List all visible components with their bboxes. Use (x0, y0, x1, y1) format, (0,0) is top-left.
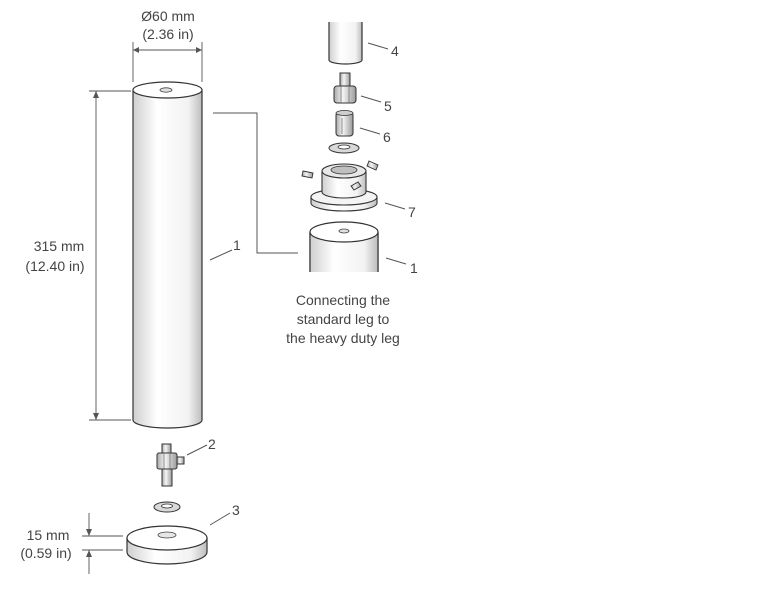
washer (153, 501, 181, 513)
caption-line-2: standard leg to (297, 311, 390, 327)
leader-upper-tube (367, 42, 389, 50)
base-mm-label: 15 mm (27, 527, 70, 543)
adapter (333, 72, 357, 104)
callout-stud: 2 (208, 436, 216, 452)
leader-clamp-collar (384, 202, 406, 210)
caption-line-1: Connecting the (296, 292, 390, 308)
callout-base: 3 (232, 502, 240, 518)
leader-leg-right (385, 257, 407, 265)
leg-tube-right (309, 221, 379, 272)
height-in-label: (12.40 in) (25, 258, 84, 274)
callout-leg-left: 1 (233, 237, 241, 253)
leader-adapter (360, 95, 382, 103)
connection-caption: Connecting the standard leg to the heavy… (286, 292, 400, 346)
connection-line (213, 112, 298, 254)
base-in-label: (0.59 in) (20, 545, 71, 561)
caption-line-3: the heavy duty leg (286, 330, 400, 346)
collar-washer (328, 142, 360, 154)
callout-leg-right: 1 (410, 260, 418, 276)
coupler (335, 110, 354, 137)
leader-base (209, 512, 231, 526)
callout-coupler: 6 (383, 129, 391, 145)
leg-tube-left (132, 81, 203, 429)
leader-coupler (359, 127, 381, 135)
height-dimension: 315 mm (12.40 in) (25, 90, 131, 421)
leader-leg-left (209, 249, 233, 261)
diameter-in-label: (2.36 in) (142, 26, 193, 42)
leader-stud (186, 444, 208, 456)
callout-adapter: 5 (384, 98, 392, 114)
diameter-dimension: Ø60 mm (2.36 in) (132, 8, 203, 82)
threaded-stud (156, 443, 185, 487)
clamp-collar (301, 160, 379, 212)
callout-upper-tube: 4 (391, 43, 399, 59)
base-dimension: 15 mm (0.59 in) (20, 513, 123, 574)
callout-clamp-collar: 7 (408, 204, 416, 220)
height-mm-label: 315 mm (34, 238, 85, 254)
leg-base (126, 525, 208, 565)
diameter-mm-label: Ø60 mm (141, 8, 195, 24)
upper-tube (328, 22, 363, 65)
